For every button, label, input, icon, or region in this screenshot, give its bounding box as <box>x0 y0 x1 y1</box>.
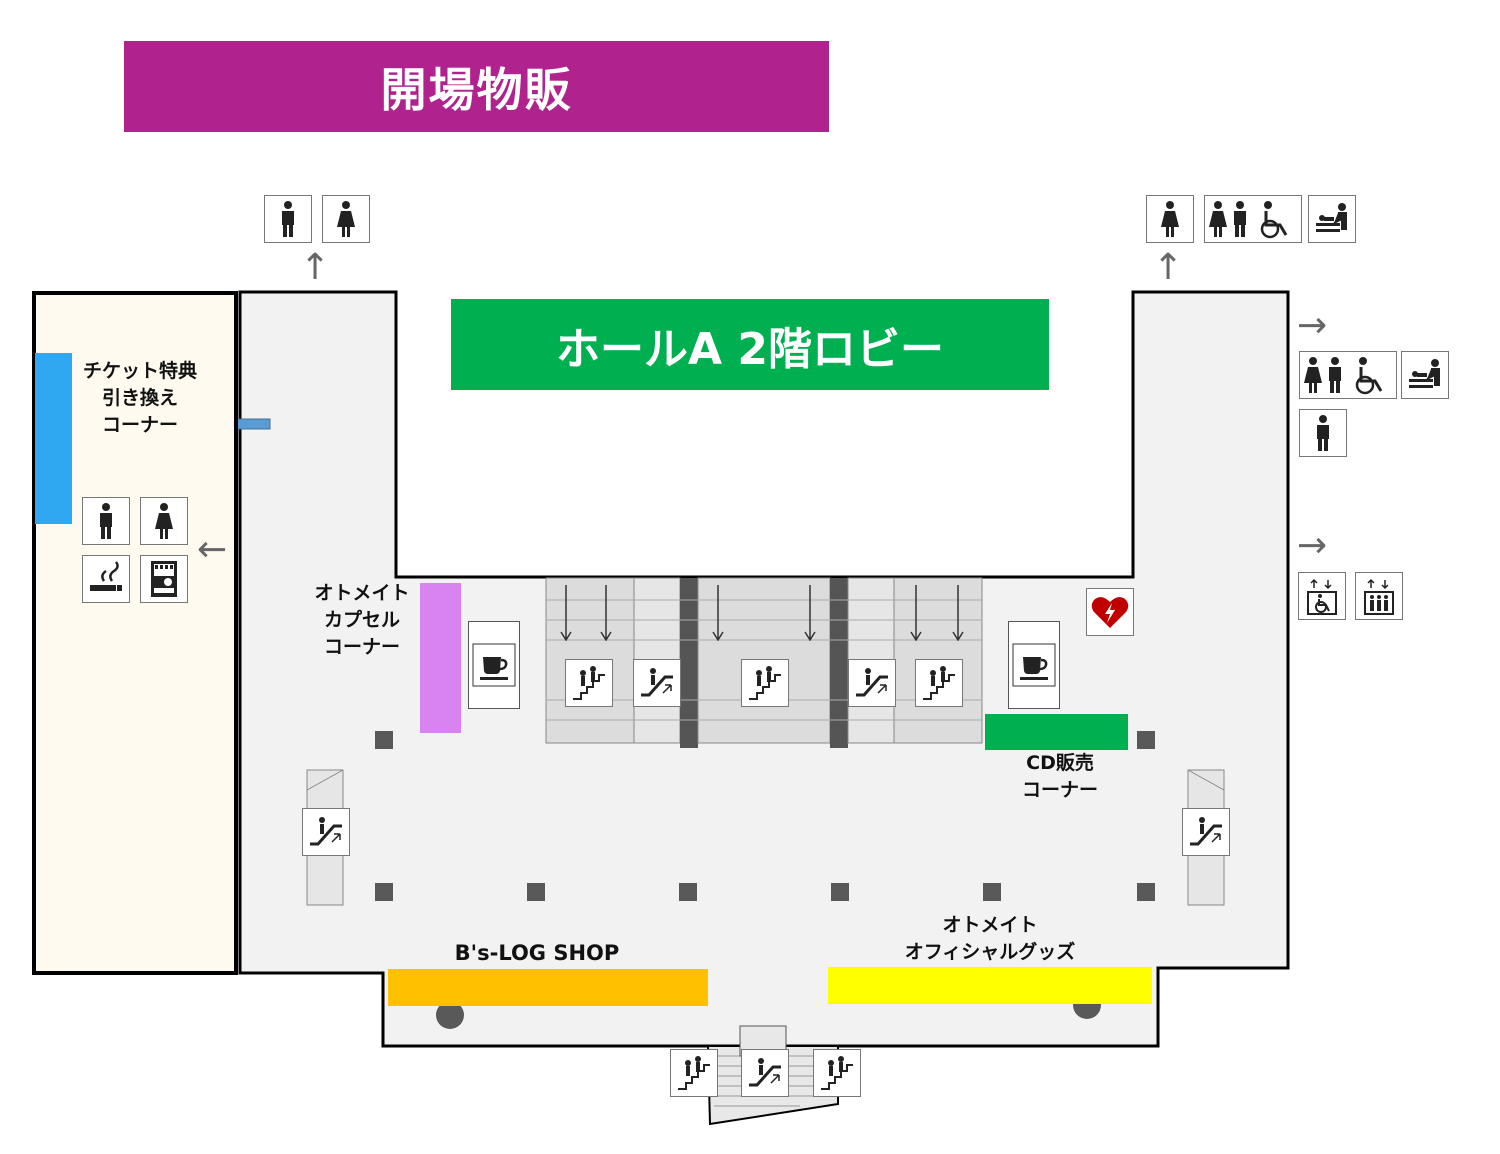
column <box>375 883 393 901</box>
column <box>831 883 849 901</box>
column <box>983 883 1001 901</box>
male-toilet-icon <box>82 497 130 545</box>
column <box>527 883 545 901</box>
header-banner: 開場物販 <box>124 41 829 132</box>
cd-corner-label: CD販売 コーナー <box>1021 752 1098 801</box>
capsule-corner-label: オトメイト カプセル コーナー <box>314 582 410 658</box>
header-title: 開場物販 <box>380 62 573 117</box>
capsule-corner <box>420 583 461 733</box>
multipurpose-toilet-icon <box>1204 195 1302 243</box>
female-toilet-icon <box>1146 195 1194 243</box>
column <box>1137 883 1155 901</box>
cd-corner <box>985 714 1128 750</box>
cafe-icon <box>1012 643 1056 687</box>
up-arrow-icon: ↑ <box>1153 247 1184 288</box>
left-arrow-icon: ← <box>197 529 228 570</box>
elevator-icon <box>1355 572 1403 620</box>
escalator-icon <box>633 659 681 707</box>
cafe-icon <box>472 643 516 687</box>
baby-changing-icon <box>1308 195 1356 243</box>
escalator-icon <box>1182 808 1230 856</box>
bslog-shop-label: B's-LOG SHOP <box>454 941 620 965</box>
male-toilet-icon <box>1299 409 1347 457</box>
baby-changing-icon <box>1401 351 1449 399</box>
female-toilet-icon <box>140 497 188 545</box>
male-toilet-icon <box>264 195 312 243</box>
lobby-title: ホールA 2階ロビー <box>556 323 944 375</box>
aed-icon <box>1091 597 1129 628</box>
multipurpose-toilet-icon <box>1299 351 1397 399</box>
column <box>1137 731 1155 749</box>
aed <box>1086 588 1134 636</box>
smoking-icon <box>82 555 130 603</box>
stairs-icon <box>813 1049 861 1097</box>
up-arrow-icon: ↑ <box>300 247 331 288</box>
official-goods <box>828 967 1152 1004</box>
vending-machine-icon <box>140 555 188 603</box>
lobby-banner: ホールA 2階ロビー <box>451 299 1049 390</box>
right-arrow-icon: → <box>1297 525 1328 566</box>
cafe-left <box>468 621 520 709</box>
cafe-right <box>1008 621 1060 709</box>
right-arrow-icon: → <box>1297 305 1328 346</box>
ticket-exchange-label: チケット特典 引き換え コーナー <box>82 360 197 436</box>
column <box>679 883 697 901</box>
stairs-icon <box>565 659 613 707</box>
ticket-exchange-counter <box>35 353 72 524</box>
stairs-icon <box>741 659 789 707</box>
female-toilet-icon <box>322 195 370 243</box>
escalator-icon <box>302 808 350 856</box>
stairs-icon <box>915 659 963 707</box>
wheelchair-elevator-icon <box>1298 572 1346 620</box>
escalator-icon <box>848 659 896 707</box>
escalator-icon <box>741 1049 789 1097</box>
stairs-icon <box>670 1049 718 1097</box>
bslog-shop <box>388 969 708 1006</box>
column <box>375 731 393 749</box>
official-goods-label: オトメイト オフィシャルグッズ <box>904 914 1076 963</box>
